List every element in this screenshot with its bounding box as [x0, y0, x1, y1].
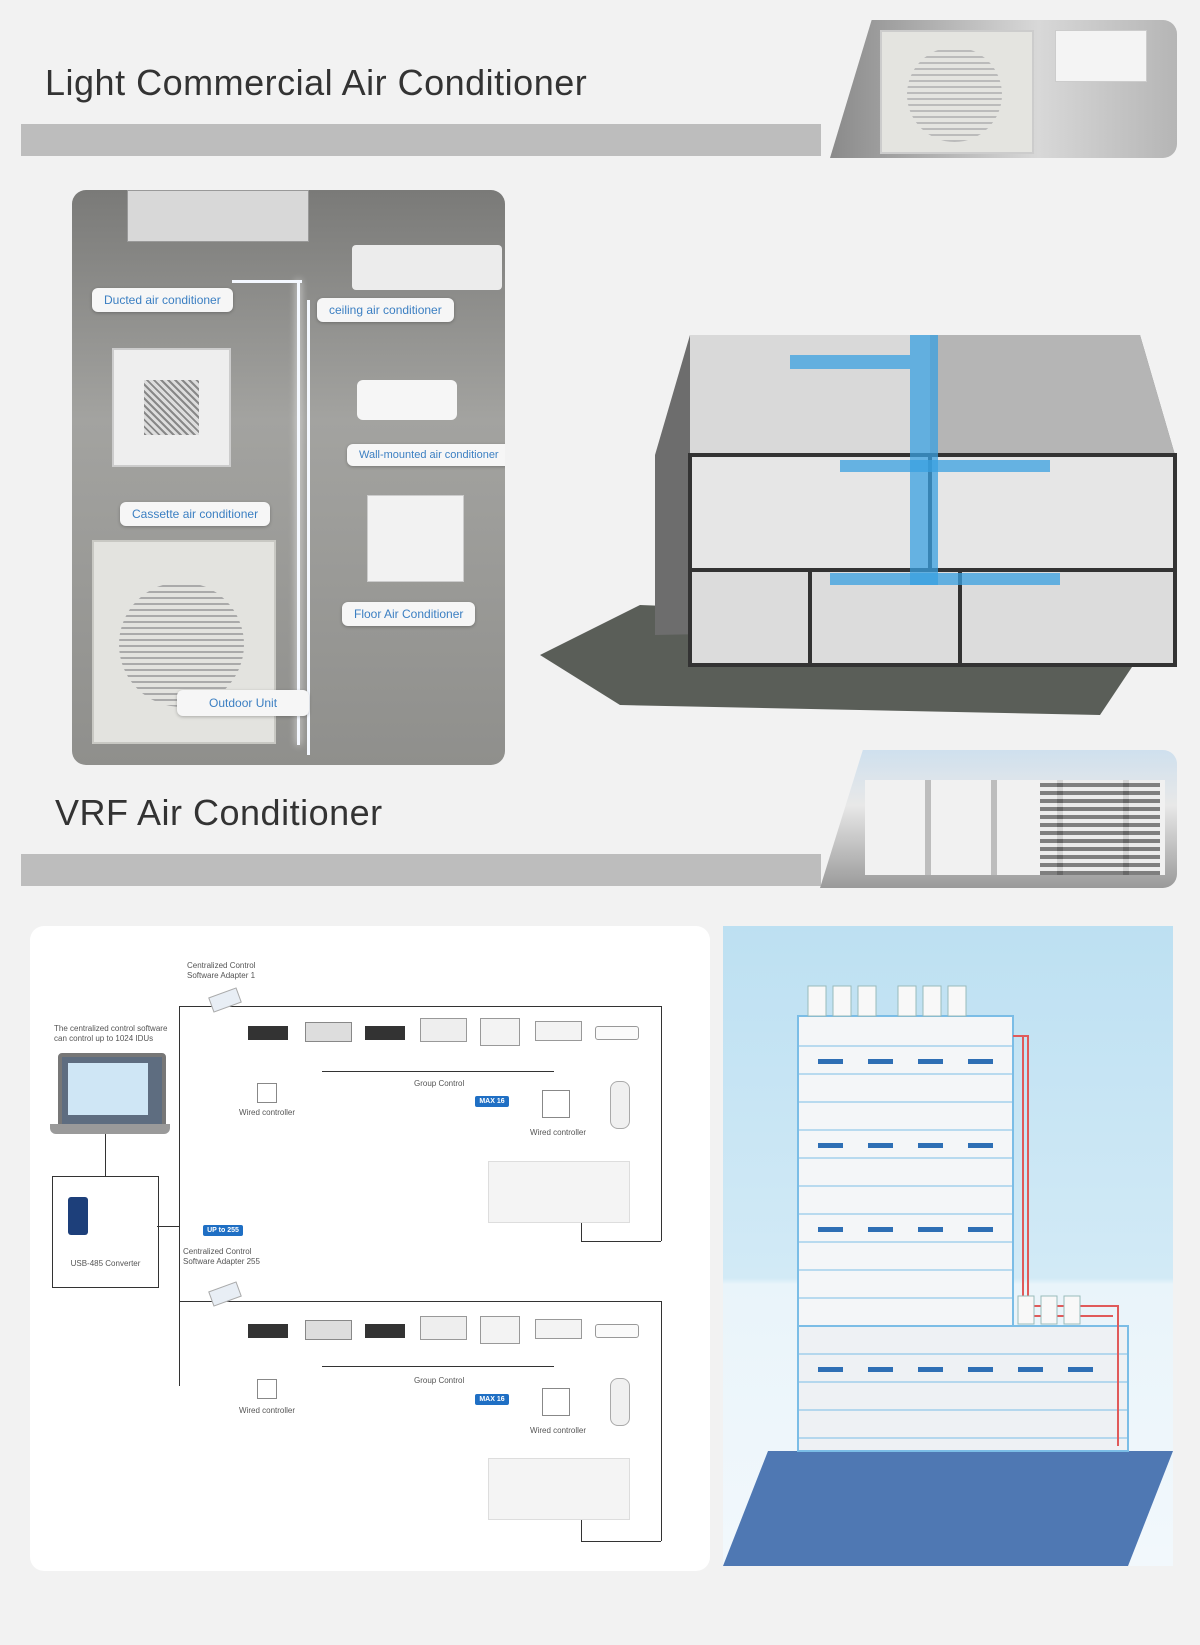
- ceiling-unit-image: [352, 245, 502, 290]
- converter-icon: [68, 1197, 88, 1235]
- cassette-unit-image: [112, 348, 231, 467]
- section-divider-bar: [21, 124, 821, 156]
- up-to-255-badge: UP to 255: [203, 1225, 243, 1236]
- group-control-label-2: Group Control: [414, 1376, 465, 1385]
- max16-badge-2: MAX 16: [475, 1394, 509, 1405]
- adapter-255-label: Centralized Control Software Adapter 255: [183, 1247, 260, 1266]
- ducted-unit-image: [127, 190, 309, 242]
- section-title-vrf: VRF Air Conditioner: [55, 792, 383, 833]
- label-ceiling: ceiling air conditioner: [317, 298, 454, 322]
- vrf-outdoor-units-banner-photo: [820, 750, 1177, 888]
- wired-controller-label-2a: Wired controller: [239, 1406, 296, 1415]
- adapter-255-icon: [208, 1281, 242, 1307]
- wired-controller-label-1b: Wired controller: [530, 1128, 587, 1137]
- outdoor-unit-banner-photo: [830, 20, 1177, 158]
- remote-control-icon-1: [610, 1081, 630, 1129]
- vrf-building-illustration: [723, 926, 1173, 1566]
- wired-controller-icon-1: [257, 1083, 277, 1103]
- remote-control-icon-2: [610, 1378, 630, 1426]
- adapter-1-label: Centralized Control Software Adapter 1: [187, 961, 256, 980]
- floor-unit-image: [1055, 30, 1147, 82]
- label-cassette: Cassette air conditioner: [120, 502, 271, 526]
- indoor-unit-wall: [595, 1026, 639, 1040]
- indoor-unit-cassette: [480, 1018, 520, 1046]
- laptop-icon: [58, 1053, 166, 1131]
- house-cutaway-illustration: [540, 335, 1177, 715]
- indoor-unit-wall-b: [595, 1324, 639, 1338]
- wired-controller-icon-4: [542, 1388, 570, 1416]
- outdoor-unit-image: [880, 30, 1034, 154]
- indoor-unit-duct-3: [365, 1026, 405, 1040]
- label-ducted: Ducted air conditioner: [92, 288, 233, 312]
- wired-controller-icon-2: [542, 1090, 570, 1118]
- wired-controller-label-1a: Wired controller: [239, 1108, 296, 1117]
- diagram-note: The centralized control software can con…: [54, 1024, 168, 1043]
- section-divider-bar-2: [21, 854, 821, 886]
- usb-485-converter-box: USB-485 Converter: [52, 1176, 159, 1288]
- floor-unit-image-showroom: [367, 495, 464, 582]
- indoor-unit-cassette-b: [480, 1316, 520, 1344]
- label-wall-mounted: Wall-mounted air conditioner: [347, 444, 505, 466]
- indoor-unit-ceiling: [535, 1021, 582, 1041]
- indoor-unit-duct-2: [305, 1022, 352, 1042]
- indoor-unit-duct-1b: [248, 1324, 288, 1338]
- wired-controller-label-2b: Wired controller: [530, 1426, 587, 1435]
- indoor-unit-duct-1: [248, 1026, 288, 1040]
- indoor-unit-duct-3b: [365, 1324, 405, 1338]
- max16-badge-1: MAX 16: [475, 1096, 509, 1107]
- adapter-1-icon: [208, 987, 242, 1013]
- indoor-unit-ceiling-b: [535, 1319, 582, 1339]
- wall-unit-image: [357, 380, 457, 420]
- group-control-label-1: Group Control: [414, 1079, 465, 1088]
- converter-label: USB-485 Converter: [70, 1259, 141, 1268]
- indoor-unit-duct-4b: [420, 1316, 467, 1340]
- indoor-unit-duct-2b: [305, 1320, 352, 1340]
- showroom-photo: Ducted air conditioner ceiling air condi…: [72, 190, 505, 765]
- section-title-light-commercial: Light Commercial Air Conditioner: [45, 62, 588, 103]
- label-floor: Floor Air Conditioner: [342, 602, 476, 626]
- vrf-control-diagram: The centralized control software can con…: [30, 926, 710, 1571]
- vrf-outdoor-units-2: [488, 1458, 630, 1520]
- vrf-outdoor-units-1: [488, 1161, 630, 1223]
- label-outdoor: Outdoor Unit: [177, 690, 310, 716]
- wired-controller-icon-3: [257, 1379, 277, 1399]
- indoor-unit-duct-4: [420, 1018, 467, 1042]
